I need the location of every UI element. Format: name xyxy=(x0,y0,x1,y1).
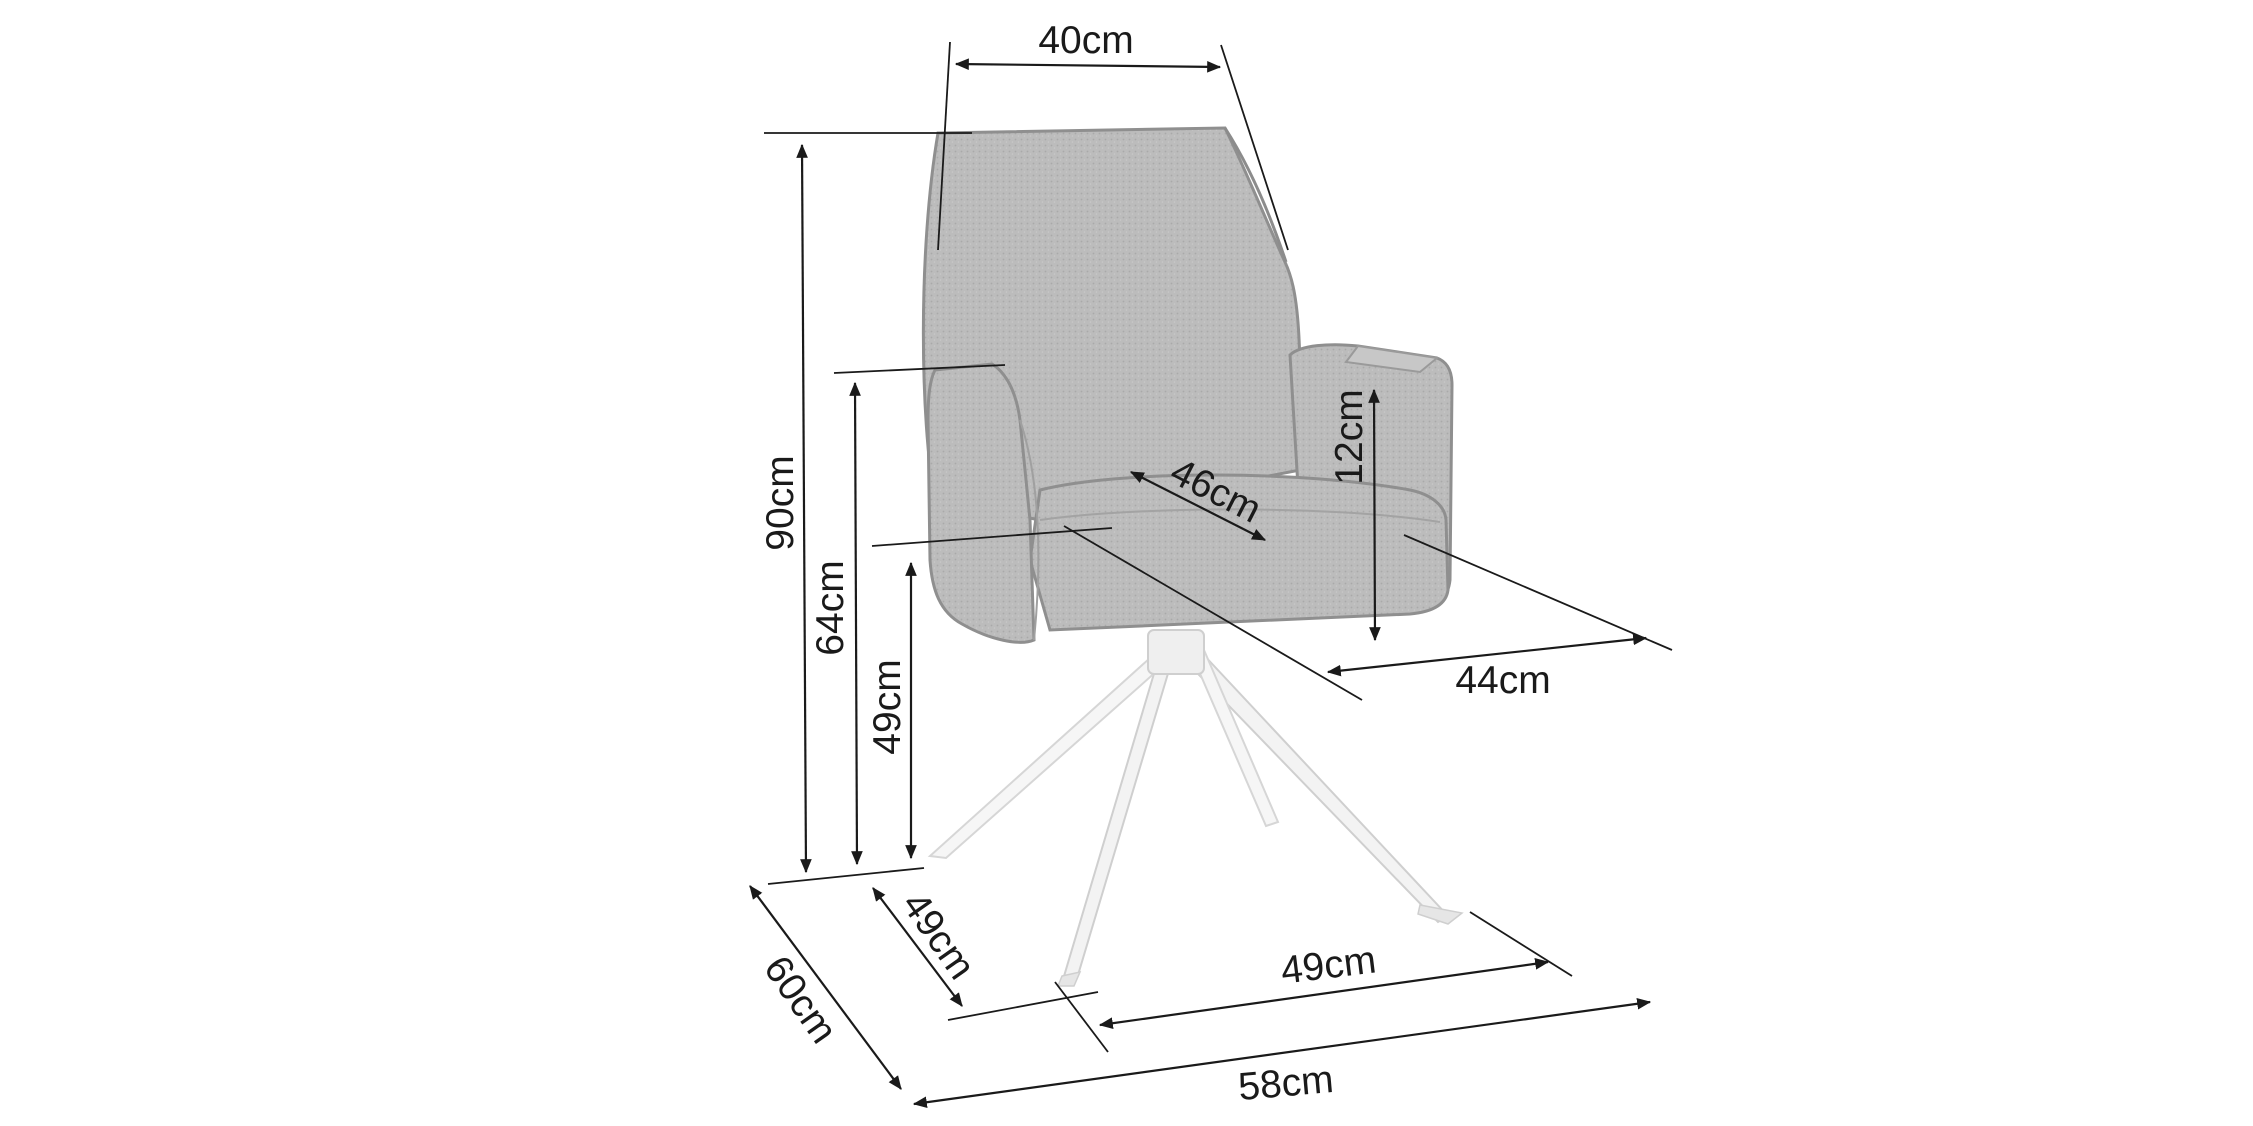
total-width-arrow xyxy=(912,997,1652,1109)
label-back-width: 40cm xyxy=(1038,19,1133,62)
seat-width-ext-left xyxy=(1063,525,1363,701)
total-height-arrow xyxy=(796,143,812,874)
back-width-arrow xyxy=(954,58,1222,73)
armrest-above-seat-arrow xyxy=(1368,388,1381,642)
label-seat-width: 44cm xyxy=(1455,659,1550,702)
chair-left-armrest-edge xyxy=(1019,419,1040,641)
label-total-height: 90cm xyxy=(759,455,802,550)
chair-right-armrest-top xyxy=(1344,344,1440,374)
base-width-ext-right xyxy=(1469,911,1573,977)
chair-illustration xyxy=(921,126,1464,987)
seat-width-arrow xyxy=(1326,633,1648,677)
total-depth-arrow xyxy=(749,885,902,1090)
base-width-ext-left xyxy=(1054,981,1109,1053)
back-width-ext-left xyxy=(937,41,951,251)
label-base-width: 49cm xyxy=(1279,938,1379,992)
chair-base-legs xyxy=(927,629,1464,987)
seat-width-ext-right xyxy=(1403,534,1673,651)
floor-ext-line xyxy=(767,867,925,885)
chair-left-armrest xyxy=(926,362,1036,644)
label-armrest-above-seat: 12cm xyxy=(1328,389,1371,484)
armrest-height-arrow xyxy=(849,381,863,866)
chair-backrest-seam xyxy=(1223,127,1288,263)
label-total-depth: 60cm xyxy=(755,948,845,1051)
seat-depth-arrow xyxy=(1129,471,1267,541)
back-width-ext-right xyxy=(1220,44,1289,251)
label-armrest-height: 64cm xyxy=(809,560,852,655)
label-seat-height: 49cm xyxy=(866,659,909,754)
label-total-width: 58cm xyxy=(1237,1058,1336,1109)
armrest-ext-top xyxy=(833,364,1006,374)
dimension-lines xyxy=(749,41,1673,1109)
label-base-depth: 49cm xyxy=(893,884,983,987)
base-depth-ext xyxy=(947,991,1099,1021)
